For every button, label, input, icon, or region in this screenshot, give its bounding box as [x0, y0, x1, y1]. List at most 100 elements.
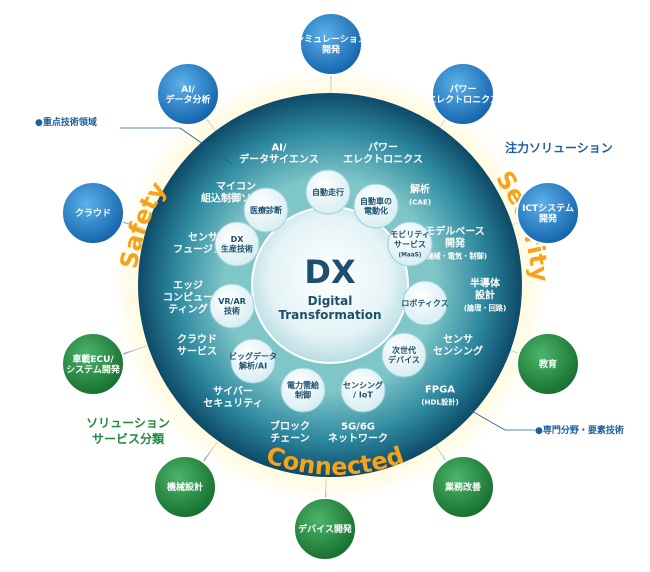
outer-node-mechanical-design[interactable]: 機械設計: [153, 455, 217, 519]
inner-node-circle: [305, 169, 351, 215]
outer-node-label-line-0: クラウド: [75, 208, 111, 219]
outer-node-label-line-1: システム開発: [66, 364, 121, 376]
outer-node-label-line-1: 開発: [322, 44, 341, 56]
inner-nodes: 自動走行自動車の電動化モビリティサービス(MaaS)ロボティクス次世代デバイスセ…: [209, 169, 449, 413]
ring-label-text-line-0: エッジ: [173, 280, 203, 292]
core-tech-leader-2: [179, 127, 233, 165]
outer-node-label-line-0: 教育: [538, 358, 557, 370]
outer-node-circle: [61, 332, 125, 396]
outer-node-circle: [61, 181, 125, 245]
inner-node-label-line-0: VR/AR: [218, 297, 246, 306]
outer-node-circle: [299, 12, 363, 76]
ring-label-text-line-1: ネットワーク: [328, 433, 388, 445]
outer-node-cloud[interactable]: クラウド: [61, 181, 125, 245]
outer-node-label-line-0: パワー: [449, 83, 476, 95]
ring-label-text-line-0: モデルベース: [425, 225, 485, 238]
inner-node-label-line-0: モビリティ: [390, 229, 430, 239]
inner-node-robotics[interactable]: ロボティクス: [401, 280, 449, 326]
specialty-label: ●専門分野・要素技術: [535, 424, 624, 436]
inner-node-label-line-0: 次世代: [392, 345, 416, 355]
inner-node-label-line-2: (MaaS): [399, 252, 422, 258]
inner-node-circle: [402, 280, 448, 326]
inner-node-label-line-0: ビッグデータ: [229, 351, 277, 361]
solution-service-label-1: ソリューション: [86, 416, 170, 430]
outer-node-label-line-0: デバイス開発: [298, 523, 353, 535]
outer-node-label-line-1: データ分析: [165, 94, 210, 106]
inner-node-label-line-0: DX: [231, 235, 245, 244]
inner-node-label-line-0: 電力需給: [287, 380, 320, 390]
inner-node-label-line-1: 技術: [224, 306, 240, 316]
inner-node-label-line-1: 電動化: [364, 206, 388, 216]
inner-node-label-line-1: 解析/AI: [239, 361, 267, 371]
outer-node-circle: [431, 455, 495, 519]
inner-node-autonomous-driving[interactable]: 自動走行: [305, 169, 351, 215]
outer-node-label-line-0: 車載ECU/: [72, 353, 114, 365]
outer-node-automotive-ecu[interactable]: 車載ECU/システム開発: [61, 332, 125, 396]
outer-node-label-line-1: 開発: [539, 213, 558, 225]
inner-node-circle: [387, 221, 433, 267]
center-subtitle-1: Digital: [308, 294, 353, 308]
ring-label-text-line-1: セキュリティ: [203, 398, 262, 410]
ring-label-fpga: FPGA(HDL設計): [421, 385, 459, 407]
outer-node-device-dev[interactable]: デバイス開発: [293, 497, 357, 561]
outer-node-label-line-1: エレクトロニクス: [427, 95, 499, 106]
ring-label-text-line-1: 設計: [475, 289, 495, 302]
outer-node-circle: [516, 181, 580, 245]
outer-node-ai-data-analysis[interactable]: AI/データ分析: [156, 62, 220, 126]
outer-node-circle: [293, 497, 357, 561]
inner-node-medical-diagnosis[interactable]: 医療診断: [243, 187, 289, 233]
inner-node-label-line-0: ロボティクス: [401, 298, 448, 308]
ring-label-text-line-1: チェーン: [270, 433, 310, 445]
inner-node-circle: [280, 367, 326, 413]
center-subtitle-2: Transformation: [278, 308, 381, 322]
inner-node-label-line-0: 医療診断: [250, 205, 282, 215]
outer-node-circle: [156, 62, 220, 126]
ring-label-text-line-0: センサ: [443, 334, 473, 346]
ring-label-text-line-1: センシング: [433, 345, 483, 358]
outer-node-label-line-0: 業務改善: [444, 481, 481, 493]
outer-node-business-improvement[interactable]: 業務改善: [431, 455, 495, 519]
ring-label-text-line-1: エレクトロニクス: [343, 154, 423, 166]
center-title: DX: [304, 253, 356, 291]
ring-label-text-line-2: (論理・回路): [464, 304, 507, 313]
inner-node-label-line-0: 自動車の: [360, 196, 392, 206]
ring-label-ai-data-science: AI/データサイエンス: [239, 143, 319, 166]
ring-label-text-line-0: 解析: [410, 183, 430, 196]
outer-node-education[interactable]: 教育: [516, 332, 580, 396]
focus-solutions-label: 注力ソリューション: [505, 140, 613, 155]
ring-label-text-line-0: クラウド: [177, 334, 217, 346]
ring-label-text-line-0: 半導体: [470, 277, 501, 290]
ring-label-text-line-1: (CAE): [409, 198, 431, 207]
outer-node-circle: [516, 332, 580, 396]
ring-label-text-line-0: パワー: [368, 142, 398, 154]
ring-label-analysis: 解析 (CAE): [409, 183, 431, 207]
inner-node-label-line-1: 制御: [295, 390, 311, 400]
inner-node-circle: [340, 367, 386, 413]
outer-node-label-line-0: ICTシステム: [522, 203, 574, 214]
ring-label-text-line-1: サービス: [177, 345, 217, 358]
inner-node-sensing-iot[interactable]: センシング/ IoT: [340, 367, 386, 413]
ring-label-text-line-1: コンピュー: [163, 292, 213, 304]
ring-label-text-line-0: AI/: [271, 143, 286, 154]
ring-label-text-line-2: ティング: [168, 303, 207, 316]
outer-node-circle: [153, 455, 217, 519]
ring-label-text-line-2: (機械・電気・制御): [423, 252, 487, 261]
